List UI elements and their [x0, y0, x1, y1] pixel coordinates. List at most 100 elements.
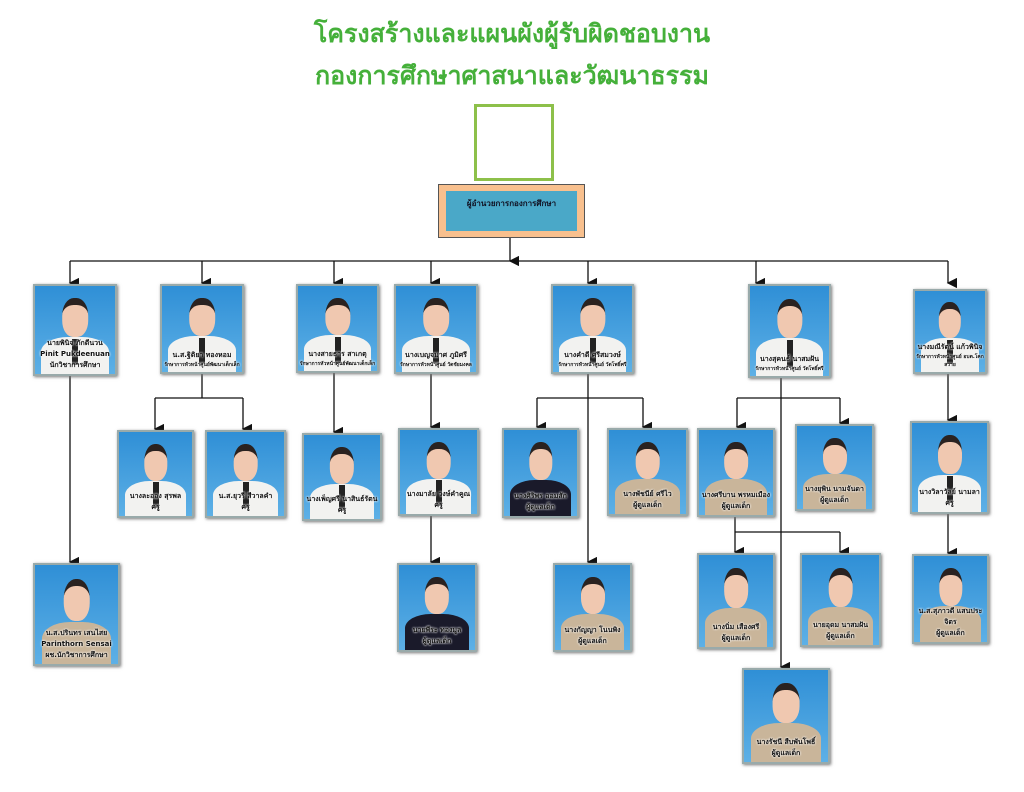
staff-role: ครู — [241, 503, 250, 511]
person-photo-icon — [233, 443, 258, 481]
staff-card: นายอุดม นาสมฝันผู้ดูแลเด็ก — [800, 553, 881, 647]
staff-card: นางมณีรัตน์ แก้วพินิจรักษาการหัวหน้าศูนย… — [913, 289, 987, 374]
staff-role: ผู้ดูแลเด็ก — [721, 502, 751, 510]
staff-role: ผู้ดูแลเด็ก — [578, 637, 607, 645]
person-photo-icon — [426, 441, 451, 479]
person-photo-icon — [579, 298, 606, 336]
tie — [589, 337, 596, 364]
staff-role: รักษาการหัวหน้าศูนย์พัฒนาเด็กเล็ก — [164, 362, 240, 368]
tie — [72, 338, 78, 366]
staff-card: น.ส.ฐิติยา ทองหอมรักษาการหัวหน้าศูนย์พัฒ… — [160, 284, 244, 374]
staff-card: นางวิลาวัลย์ นามลาครู — [910, 421, 989, 514]
person-photo-icon — [724, 567, 748, 608]
staff-card: นางละออง สุรพลครู — [117, 430, 194, 518]
chart-title-line2: กองการศึกษาศาสนาและวัฒนาธรรม — [315, 61, 709, 90]
person-photo-icon — [580, 576, 605, 615]
staff-card: นางศรีบาน พรหมเมืองผู้ดูแลเด็ก — [697, 428, 775, 517]
tie — [946, 476, 953, 504]
staff-card: นางนิ่ม เสืองศรีผู้ดูแลเด็ก — [697, 553, 775, 649]
staff-name: นางสุคนธ์ นาสมฝัน — [759, 355, 820, 363]
staff-role: ครู — [434, 501, 443, 509]
staff-name: นางมาลัย วงษ์คำคูณ — [406, 490, 471, 498]
tie — [339, 485, 345, 511]
staff-name: นางวิลาวัลย์ นามลา — [919, 488, 980, 496]
staff-role: ครู — [337, 506, 347, 514]
staff-role: รักษาการหัวหน้าศูนย์ วัดโพธิ์ศรี — [755, 366, 824, 372]
staff-name-en: Pinit Pukdeenuan — [40, 350, 110, 358]
staff-card: นางคำดี ศรีสมวงษ์รักษาการหัวหน้าศูนย์ วั… — [551, 284, 634, 374]
person-photo-icon — [822, 437, 847, 475]
person-photo-icon — [938, 302, 962, 339]
uniform — [405, 614, 469, 650]
uniform — [41, 622, 112, 664]
staff-name: นางเบญจมาศ ภูมิศรี — [405, 351, 467, 359]
staff-name: นางรัชนี สืบพันโพธิ์ — [756, 738, 816, 746]
staff-card: นางกัญญา โนนพิงผู้ดูแลเด็ก — [553, 563, 632, 652]
staff-name: นางมณีรัตน์ แก้วพินิจ — [917, 343, 983, 351]
staff-card: นางพัชนีย์ ศรีไวผู้ดูแลเด็ก — [607, 428, 688, 516]
staff-card: นายพีระ ทองมูลผู้ดูแลเด็ก — [397, 563, 477, 652]
tie — [152, 482, 159, 508]
staff-role: นักวิชาการศึกษา — [49, 361, 101, 369]
person-photo-icon — [423, 298, 449, 336]
staff-role: ผู้ดูแลเด็ก — [422, 637, 452, 645]
person-photo-icon — [324, 297, 351, 336]
staff-name: นางยุพิน นามจันดา — [805, 485, 864, 493]
staff-name: นายพินิจ ภักดีนวน — [47, 339, 103, 347]
staff-name: นางนิ่ม เสืองศรี — [712, 623, 760, 631]
staff-name: นางละออง สุรพล — [129, 492, 182, 500]
staff-role: ผู้ดูแลเด็ก — [820, 496, 849, 504]
tie — [433, 337, 439, 364]
uniform — [704, 608, 768, 647]
staff-role: ครู — [945, 499, 954, 507]
chart-title-line1: โครงสร้างและแผนผังผู้รับผิดชอบงาน — [313, 19, 711, 48]
staff-name: นายอุดม นาสมฝัน — [812, 621, 869, 629]
person-photo-icon — [143, 443, 168, 481]
staff-role: ผู้ดูแลเด็ก — [526, 503, 555, 511]
staff-name: นางคำดี ศรีสมวงษ์ — [564, 351, 621, 359]
staff-role: ครู — [151, 503, 160, 511]
tie — [334, 337, 341, 363]
staff-name: น.ส.ยุวรี สีวาลคำ — [218, 492, 273, 500]
person-photo-icon — [528, 442, 553, 480]
uniform — [919, 605, 982, 642]
person-photo-icon — [828, 567, 853, 607]
staff-card: นางสายธาร สาเกตุรักษาการหัวหน้าศูนย์พัฒน… — [296, 284, 379, 373]
person-photo-icon — [62, 298, 88, 337]
person-photo-icon — [937, 435, 962, 475]
staff-card: นางรัชนี สืบพันโพธิ์ผู้ดูแลเด็ก — [742, 668, 830, 764]
staff-card: นางเพ็ญศรี นาสินธ์รัตนครู — [302, 433, 382, 521]
staff-card: นางเบญจมาศ ภูมิศรีรักษาการหัวหน้าศูนย์ ว… — [394, 284, 478, 374]
uniform — [509, 479, 572, 516]
person-photo-icon — [635, 441, 660, 479]
uniform — [808, 607, 873, 645]
uniform — [750, 723, 822, 762]
tie — [242, 482, 249, 508]
staff-role: รักษาการหัวหน้าศูนย์พัฒนาเด็กเล็ก — [299, 361, 376, 367]
staff-role: ผู้ดูแลเด็ก — [771, 749, 801, 757]
staff-role: ผช.นักวิชาการศึกษา — [45, 651, 108, 659]
staff-card: นางมาลัย วงษ์คำคูณครู — [398, 428, 479, 516]
uniform — [704, 479, 768, 515]
person-photo-icon — [329, 446, 355, 484]
staff-card: นางยุพิน นามจันดาผู้ดูแลเด็ก — [795, 424, 874, 511]
tie — [786, 340, 793, 367]
staff-name: นางศิริพร ออมสัก — [514, 492, 567, 500]
person-photo-icon — [776, 298, 803, 338]
staff-name: นางเพ็ญศรี นาสินธ์รัตน — [306, 495, 378, 503]
person-photo-icon — [63, 578, 90, 622]
director-box: ผู้อำนวยการกองการศึกษา — [438, 184, 585, 238]
tie — [947, 339, 953, 364]
staff-role: ผู้ดูแลเด็ก — [633, 501, 662, 509]
staff-role: ผู้ดูแลเด็ก — [721, 634, 751, 642]
staff-card: นายพินิจ ภักดีนวน Pinit Pukdeenuan นักวิชา… — [33, 284, 117, 376]
staff-name: น.ส.สุภาวดี แสนประจิตร — [918, 607, 983, 626]
person-photo-icon — [424, 576, 450, 615]
staff-name: นางศรีบาน พรหมเมือง — [701, 491, 771, 499]
person-photo-icon — [938, 568, 963, 606]
uniform — [561, 614, 624, 650]
staff-card: นางสุคนธ์ นาสมฝันรักษาการหัวหน้าศูนย์ วั… — [748, 284, 831, 378]
staff-card: น.ส.สุภาวดี แสนประจิตรผู้ดูแลเด็ก — [912, 554, 989, 644]
